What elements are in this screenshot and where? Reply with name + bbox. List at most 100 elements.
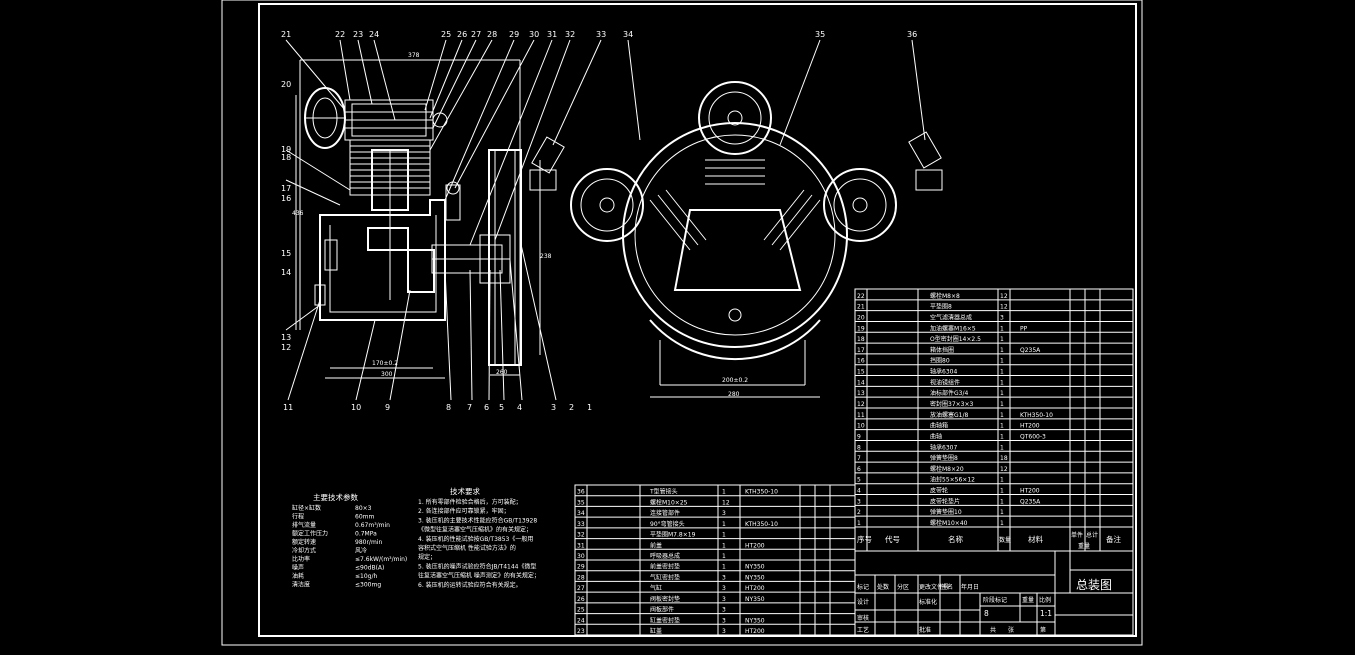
param-value: ≤90dB(A) bbox=[355, 565, 384, 572]
hdr-note: 备注 bbox=[1106, 534, 1122, 544]
part-material: NY350 bbox=[745, 617, 765, 624]
part-qty: 1 bbox=[1000, 423, 1004, 430]
part-qty: 3 bbox=[722, 628, 726, 635]
balloon-label: 5 bbox=[499, 403, 504, 412]
drawing-title: 总装图 bbox=[1076, 578, 1112, 592]
part-name: 螺栓M10×40 bbox=[930, 519, 968, 527]
tb-no-sheet: 第 bbox=[1040, 626, 1046, 634]
tb-designer: 设计 bbox=[857, 598, 869, 606]
part-name: 箱体挡圈 bbox=[930, 346, 954, 354]
balloon-label: 3 bbox=[551, 403, 556, 412]
balloon-label: 16 bbox=[281, 194, 291, 203]
param-key: 额定工作压力 bbox=[292, 530, 328, 538]
balloon-label: 15 bbox=[281, 249, 291, 258]
part-material: HT200 bbox=[1020, 488, 1040, 495]
balloon-label: 35 bbox=[815, 30, 825, 39]
part-qty: 1 bbox=[722, 532, 726, 539]
param-value: ≤10g/h bbox=[355, 573, 377, 580]
part-name: 挡圈80 bbox=[930, 357, 950, 365]
tb-date: 年月日 bbox=[961, 583, 979, 591]
param-key: 缸径×缸数 bbox=[292, 504, 321, 512]
part-material: NY350 bbox=[745, 564, 765, 571]
part-name: 油标部件G3/4 bbox=[930, 389, 968, 397]
balloon-label: 4 bbox=[517, 403, 522, 412]
balloon-label: 13 bbox=[281, 333, 291, 342]
part-material: NY350 bbox=[745, 596, 765, 603]
balloon-label: 34 bbox=[623, 30, 633, 39]
hdr-total: 总计 bbox=[1086, 531, 1098, 539]
part-qty: 1 bbox=[1000, 401, 1004, 408]
part-qty: 1 bbox=[1000, 390, 1004, 397]
main-params-title: 主要技术参数 bbox=[313, 492, 358, 502]
tech-req-line: 4. 装压机的性能试验按GB/T3853《一般用 bbox=[418, 535, 533, 543]
part-qty: 1 bbox=[722, 521, 726, 528]
part-no: 31 bbox=[577, 542, 585, 549]
part-qty: 1 bbox=[1000, 477, 1004, 484]
part-no: 27 bbox=[577, 585, 585, 592]
balloon-label: 29 bbox=[509, 30, 519, 39]
tech-req-line: 2. 各连接部件应可靠锁紧，牢固； bbox=[418, 507, 510, 515]
param-value: 80×3 bbox=[355, 505, 372, 512]
part-no: 7 bbox=[857, 455, 861, 462]
part-material: Q235A bbox=[1020, 498, 1041, 505]
tech-req-line: 6. 装压机的运转试验应符合有关规定。 bbox=[418, 581, 522, 589]
part-qty: 3 bbox=[722, 510, 726, 517]
part-name: 90°弯管接头 bbox=[650, 520, 685, 528]
part-no: 3 bbox=[857, 498, 861, 505]
balloon-label: 23 bbox=[353, 30, 363, 39]
part-qty: 1 bbox=[1000, 433, 1004, 440]
part-qty: 12 bbox=[1000, 304, 1008, 311]
tech-req-line: 3. 装压机的主要技术性能应符合GB/T13928 bbox=[418, 516, 537, 524]
tech-req-line: 1. 所有零部件检验合格后，方可装配； bbox=[418, 498, 522, 506]
dimension-texts: 378 436 170±0.2 300 238 200±0.2 280 260 bbox=[292, 52, 748, 398]
hdr-qty: 数量 bbox=[999, 536, 1011, 544]
balloon-label: 27 bbox=[471, 30, 481, 39]
param-key: 噪声 bbox=[292, 564, 304, 572]
part-no: 20 bbox=[857, 314, 865, 321]
part-name: 皮带轮 bbox=[930, 487, 948, 495]
part-material: KTH350-10 bbox=[745, 521, 778, 528]
part-qty: 1 bbox=[1000, 498, 1004, 505]
part-qty: 3 bbox=[722, 574, 726, 581]
dim-200: 200±0.2 bbox=[722, 377, 748, 384]
tech-req-line: 规定； bbox=[418, 553, 436, 561]
balloon-label: 17 bbox=[281, 184, 291, 193]
part-qty: 1 bbox=[722, 553, 726, 560]
part-no: 11 bbox=[857, 412, 865, 419]
part-name: O型密封圈14×2.5 bbox=[930, 335, 981, 343]
part-no: 29 bbox=[577, 564, 585, 571]
part-name: 曲轴箱 bbox=[930, 422, 948, 430]
tb-std: 标准化 bbox=[919, 598, 937, 606]
tech-requirements: 技术要求 1. 所有零部件检验合格后，方可装配；2. 各连接部件应可靠锁紧，牢固… bbox=[418, 486, 540, 589]
part-name: 密封圈37×3×3 bbox=[930, 400, 974, 408]
part-name: 平垫圈M7.8×19 bbox=[650, 531, 696, 539]
part-qty: 3 bbox=[722, 617, 726, 624]
tb-sheet-value: 8 bbox=[984, 609, 989, 618]
part-material: QT600-3 bbox=[1020, 433, 1046, 440]
part-qty: 1 bbox=[722, 564, 726, 571]
part-no: 2 bbox=[857, 509, 861, 516]
balloon-label: 7 bbox=[467, 403, 472, 412]
balloon-label: 11 bbox=[283, 403, 293, 412]
part-name: 连接管部件 bbox=[650, 509, 680, 517]
param-value: 980r/min bbox=[355, 539, 382, 546]
part-qty: 1 bbox=[1000, 358, 1004, 365]
part-qty: 1 bbox=[1000, 325, 1004, 332]
dim-260: 260 bbox=[496, 369, 508, 376]
part-name: 油封55×56×12 bbox=[930, 476, 975, 484]
param-value: ≤7.6kW/(m³/min) bbox=[355, 556, 407, 563]
part-qty: 3 bbox=[722, 596, 726, 603]
tech-req-line: 《微型往复活塞空气压缩机》的有关规定； bbox=[418, 526, 532, 534]
